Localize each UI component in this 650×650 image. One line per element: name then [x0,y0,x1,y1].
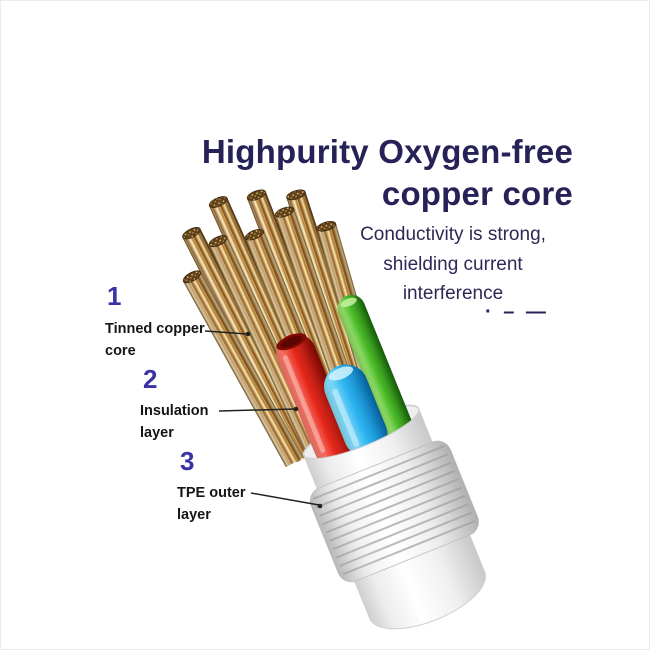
callout-number-2: 2 [143,364,158,394]
callout-number-3: 3 [180,446,195,476]
heading-line2: copper core [381,174,573,212]
green-insulation-wire [337,294,415,444]
subheading-line1: Conductivity is strong, [360,224,546,245]
callout-label-3-line1: TPE outer [177,485,246,501]
subheading: Conductivity is strong, shielding curren… [333,220,573,309]
ribbed-strain-relief [309,440,479,583]
blue-insulation-wire [324,364,388,457]
subheading-line3: interference [402,283,504,305]
callout-label-1: Tinned copper core [105,319,205,363]
leader-lines [204,330,323,509]
callout-label-2-line1: Insulation [140,403,209,419]
leader-line-2 [218,406,299,412]
heading: Highpurity Oxygen-free copper core [202,131,573,215]
callout-label-1-line1: Tinned copper [105,321,205,337]
subheading-line2: shielding current [383,253,523,275]
leader-line-1 [204,330,251,337]
callout-label-3-line2: layer [177,506,211,523]
leader-line-3 [250,492,323,509]
heading-line1: Highpurity Oxygen-free [201,133,573,170]
callout-label-2: Insulation layer [140,401,208,445]
callout-label-3: TPE outer layer [177,483,245,527]
callout-label-2-line2: layer [140,424,174,441]
callout-number-1: 1 [107,281,122,311]
callout-label-1-line2: core [105,342,136,359]
red-insulation-wire [276,333,354,467]
morse-decoration: · – — [485,301,549,323]
